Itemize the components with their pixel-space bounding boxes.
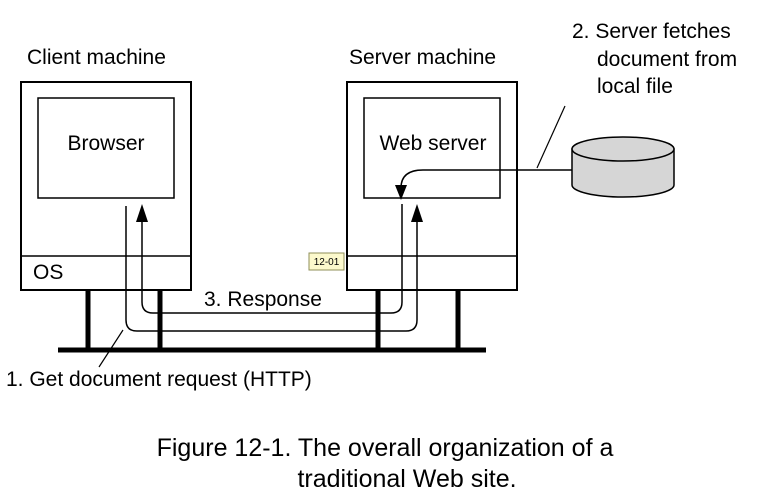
client-machine-box <box>20 81 192 291</box>
fetch-arrowhead <box>395 185 407 200</box>
fetch-arrow-path <box>400 169 574 189</box>
caption-line-1: Figure 12-1. The overall organization of… <box>157 434 614 462</box>
server-machine-box <box>346 81 518 291</box>
fetch-label-line-3: local file <box>597 75 673 98</box>
request-arrowhead <box>411 204 423 222</box>
response-label: 3. Response <box>204 288 322 311</box>
request-flow: 1. Get document request (HTTP) <box>6 204 423 391</box>
disk-top <box>571 136 675 162</box>
response-flow: 3. Response <box>136 204 403 314</box>
fetch-label-leader <box>536 105 566 169</box>
fetch-label-line-2: document from <box>597 48 737 71</box>
figure-tag: 12-01 <box>308 252 345 271</box>
request-label: 1. Get document request (HTTP) <box>6 368 312 391</box>
figure-caption: Figure 12-1. The overall organization of… <box>157 434 614 493</box>
figure-tag-label: 12-01 <box>314 257 340 268</box>
local-file-disk-icon <box>571 136 675 198</box>
request-label-leader <box>98 329 124 368</box>
browser-label: Browser <box>67 132 144 155</box>
server-machine-title: Server machine <box>349 46 496 69</box>
network-bus <box>58 290 486 353</box>
browser-box <box>37 97 175 199</box>
web-server-box <box>363 97 501 199</box>
fetch-flow: 2. Server fetches document from local fi… <box>395 20 737 200</box>
request-arrow-path <box>125 206 418 332</box>
server-machine: Server machine Web server <box>346 46 518 291</box>
figure-tag-box <box>308 252 345 271</box>
response-arrow-path <box>141 204 403 314</box>
fetch-label-line-1: 2. Server fetches <box>572 20 731 43</box>
client-machine: Client machine Browser OS <box>20 46 192 291</box>
disk-body <box>571 148 675 198</box>
os-label: OS <box>33 261 63 284</box>
web-server-label: Web server <box>380 132 487 155</box>
caption-line-2: traditional Web site. <box>297 465 516 493</box>
response-arrowhead <box>136 204 148 222</box>
client-machine-title: Client machine <box>27 46 166 69</box>
